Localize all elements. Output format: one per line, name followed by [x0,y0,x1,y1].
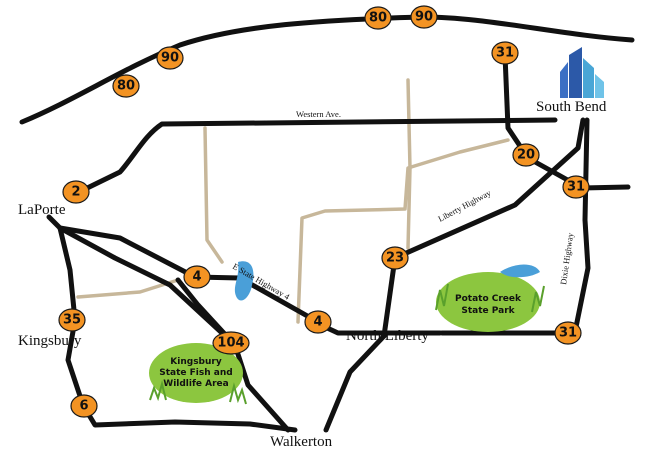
shield-sr2: 2 [62,180,90,204]
grass-icon [435,283,545,313]
park-kingsbury-label-1: Kingsbury [170,357,222,367]
shield-sr4-east: 4 [304,310,332,334]
grass-icon [149,380,247,405]
shield-sr20: 20 [512,143,540,167]
svg-text:31: 31 [496,46,514,61]
shield-sr104: 104 [212,331,250,355]
side-road-middle [296,138,510,324]
park-potato-creek-label-1: Potato Creek [455,294,522,304]
city-north-liberty: North Liberty [346,328,429,344]
city-laporte: LaPorte [18,202,66,218]
park-kingsbury-area [149,343,243,403]
shield-i80-top: 80 [364,6,392,30]
road-us31-spur [579,184,631,191]
city-south-bend: South Bend [536,99,607,115]
shield-us31-mid: 31 [562,175,590,199]
lake-potato-creek [500,264,540,278]
shield-i80-left: 80 [112,74,140,98]
road-walkerton-north [323,333,387,433]
svg-text:31: 31 [567,180,585,195]
svg-text:80: 80 [117,79,135,94]
label-dixie-hwy: Dixie Highway [558,231,575,285]
svg-text:90: 90 [161,51,179,66]
road-sr104-north [175,277,235,345]
road-us31-north [502,52,585,191]
svg-text:35: 35 [63,313,81,328]
park-kingsbury-label-2: State Fish and [159,368,232,378]
shield-i90-left: 90 [156,46,184,70]
shield-us31-south: 31 [554,321,582,345]
svg-text:4: 4 [192,270,201,285]
svg-text:31: 31 [559,326,577,341]
road-sr4 [46,214,321,325]
road-i80-i90 [19,14,635,125]
road-sr6 [80,402,298,433]
shield-sr4-west: 4 [183,265,211,289]
svg-text:2: 2 [71,185,80,200]
svg-text:23: 23 [386,251,404,266]
park-potato-creek-label-2: State Park [461,306,515,316]
shield-sr35: 35 [58,308,86,332]
road-sr23 [381,255,398,339]
road-liberty-hwy [392,117,586,261]
side-road-north-south [203,126,224,264]
south-bend-skyline-icon [560,47,604,98]
road-dixie-hwy [572,117,591,335]
highways [19,14,635,433]
park-potato-creek: Potato Creek State Park [435,264,545,332]
svg-text:104: 104 [217,336,244,351]
city-walkerton: Walkerton [270,434,333,450]
shield-sr6: 6 [70,394,98,418]
side-roads [76,78,510,324]
svg-text:20: 20 [517,148,535,163]
svg-text:90: 90 [415,10,433,25]
svg-text:80: 80 [369,11,387,26]
label-western-ave: Western Ave. [296,109,341,119]
park-kingsbury: Kingsbury State Fish and Wildlife Area [149,343,247,405]
park-kingsbury-label-3: Wildlife Area [163,379,228,389]
road-western-ave [74,117,558,196]
shield-sr23: 23 [381,246,409,270]
road-laporte-sr104 [57,225,291,433]
svg-text:6: 6 [79,399,88,414]
lake-kingsbury [234,261,254,301]
city-kingsbury: Kingsbury [18,333,82,349]
side-road-spur [406,78,412,250]
svg-text:4: 4 [313,315,322,330]
shield-us31-north: 31 [491,41,519,65]
shield-i90-top: 90 [410,5,438,29]
park-potato-creek-area [436,272,540,332]
